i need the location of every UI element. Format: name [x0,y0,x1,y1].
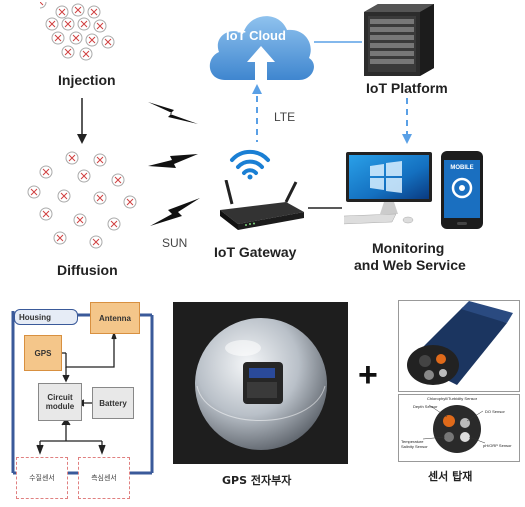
antenna-label: Antenna [99,313,131,323]
probe-icon [407,301,513,385]
sensor-face-photo: Chlorophyll/Turbidity Sensor Depth Senso… [398,394,520,462]
sensor-label-depth: Depth Sensor [413,404,438,409]
sun-label: SUN [162,236,188,250]
injection-label: Injection [58,72,116,88]
battery-box: Battery [92,387,134,419]
gateway-router-icon [220,180,304,230]
diffusion-particles [27,151,137,249]
antenna-box: Antenna [90,302,140,334]
mobile-label: MOBILE [450,165,474,171]
platform-label: IoT Platform [366,80,448,96]
sensor-caption: 센서 탑재 [428,470,473,483]
gateway-label: IoT Gateway [214,244,297,260]
diffusion-label: Diffusion [57,262,118,278]
injection-particles [40,2,115,61]
sensor-2-label: 측심센서 [91,473,117,482]
gps-float-photo [173,302,348,464]
housing-label: Housing [19,312,51,322]
sensor-1-label: 수질센서 [29,473,55,482]
gps-box: GPS [24,335,62,371]
wifi-icon [230,149,270,180]
sensor-label-chlorophyll: Chlorophyll/Turbidity Sensor [427,396,478,401]
gps-sphere-icon [195,318,327,450]
block-diagram: Housing Antenna GPS Circuit module Batte… [10,302,158,501]
cloud-icon [209,16,314,80]
sensor-probe-photo [398,300,520,392]
lightning-icon-top [148,102,198,124]
battery-label: Battery [99,398,127,408]
housing-box: Housing [14,309,78,325]
sensor-box-1: 수질센서 [16,457,68,499]
gateway-monitor-link [308,207,342,209]
sensor-box-2: 측심센서 [78,457,130,499]
mobile-phone-icon [441,151,483,229]
monitoring-label-line1: Monitoring [372,240,445,256]
desktop-computer-icon [344,152,432,225]
sensor-label-temp: Temperature Salinity Sensor [401,439,428,449]
sensor-label-ph: pH/ORP Sensor [483,443,512,448]
down-arrow-icon [77,98,87,144]
circuit-label-line2: module [45,402,75,411]
circuit-module-box: Circuit module [38,383,82,421]
lte-dashed-arrow [252,84,262,142]
platform-monitor-dashed-arrow [402,98,412,144]
circuit-label-line1: Circuit [47,393,73,402]
sensor-label-do: DO Sensor [485,409,505,414]
lightning-icon-bottom [150,198,200,226]
server-rack-icon [364,4,434,76]
sensor-face-icon [422,404,486,453]
gps-caption: GPS 전자부자 [222,474,292,487]
cloud-platform-link [314,41,362,43]
lte-label: LTE [274,110,296,124]
gps-label: GPS [34,348,52,358]
plus-sign: + [358,356,378,394]
monitoring-label-line2: and Web Service [354,257,466,273]
cloud-label: IoT Cloud [226,28,286,43]
lightning-icon-middle [148,154,198,168]
